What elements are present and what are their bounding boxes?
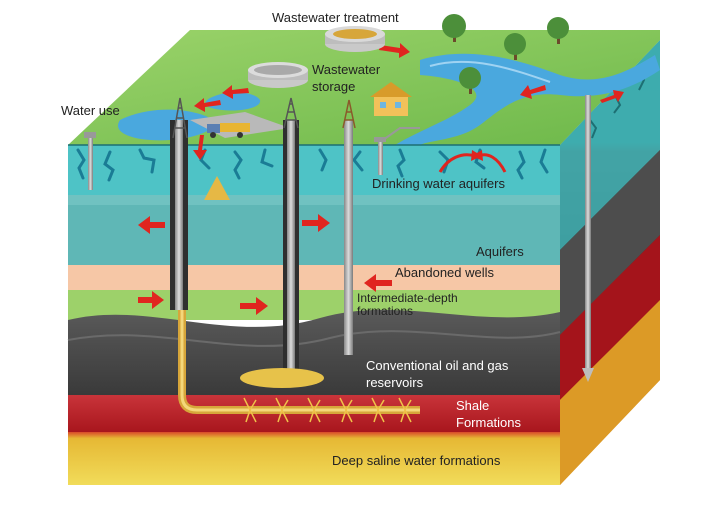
- label-wastewater-storage-1: Wastewater: [312, 62, 381, 77]
- tree-icon: [442, 14, 466, 42]
- tree-icon: [547, 17, 569, 44]
- drilling-rig-icon: [172, 97, 188, 139]
- flow-arrow-icon: [194, 98, 221, 112]
- deep-saline-layer: [68, 432, 560, 485]
- flow-arrow-icon: [379, 43, 410, 58]
- surface-structures: [84, 14, 569, 142]
- aquifer-cracks: [76, 148, 549, 182]
- tree-icon: [459, 67, 481, 94]
- label-deep-saline: Deep saline water formations: [332, 453, 501, 468]
- storage-tank-icon: [325, 26, 385, 52]
- flow-arrow-icon: [138, 291, 164, 309]
- wells: [88, 95, 594, 388]
- tree-icon: [504, 33, 526, 60]
- injection-well-pipe: [585, 95, 591, 370]
- label-conventional-2: reservoirs: [366, 375, 424, 390]
- label-intermediate-1: Intermediate-depth: [357, 291, 458, 305]
- peach-layer: [68, 265, 560, 290]
- flow-arrow-icon: [138, 216, 165, 234]
- label-shale-1: Shale: [456, 398, 490, 413]
- flow-arrow-icon: [302, 214, 330, 232]
- label-shale-2: Formations: [456, 415, 522, 430]
- label-wastewater-storage-2: storage: [312, 79, 356, 94]
- front-face-layers: [67, 144, 561, 485]
- flow-arrow-icon: [520, 85, 546, 99]
- ground-surface: [68, 30, 660, 145]
- water-use-pond: [118, 109, 215, 141]
- house-icon: [370, 82, 412, 116]
- flow-arrow-icon: [600, 90, 624, 103]
- flow-arrow-icon: [222, 85, 249, 99]
- fracking-path: [178, 176, 420, 423]
- fractures: [243, 397, 412, 423]
- conventional-layer: [68, 309, 560, 395]
- flow-arrow-icon: [240, 297, 268, 315]
- drilling-rig-icon: [342, 99, 356, 129]
- abandoned-well: [344, 120, 353, 355]
- flow-arrow-icon: [193, 135, 207, 160]
- label-water-use: Water use: [61, 103, 120, 118]
- label-intermediate-2: formations: [357, 304, 414, 318]
- label-abandoned-wells: Abandoned wells: [395, 265, 495, 280]
- flow-arrow-icon: [364, 274, 392, 292]
- label-aquifers: Aquifers: [476, 244, 524, 259]
- truck-icon: [207, 123, 250, 138]
- drilling-rig-icon: [283, 97, 299, 129]
- gas-pocket: [240, 368, 324, 388]
- intermediate-layer: [68, 290, 560, 320]
- label-drinking-water-aquifers: Drinking water aquifers: [372, 176, 505, 191]
- water-well-pipe: [88, 135, 93, 190]
- storage-tank-icon: [248, 62, 308, 88]
- label-wastewater-treatment: Wastewater treatment: [272, 10, 399, 25]
- label-conventional-1: Conventional oil and gas: [366, 358, 509, 373]
- flow-arrows: [138, 43, 624, 315]
